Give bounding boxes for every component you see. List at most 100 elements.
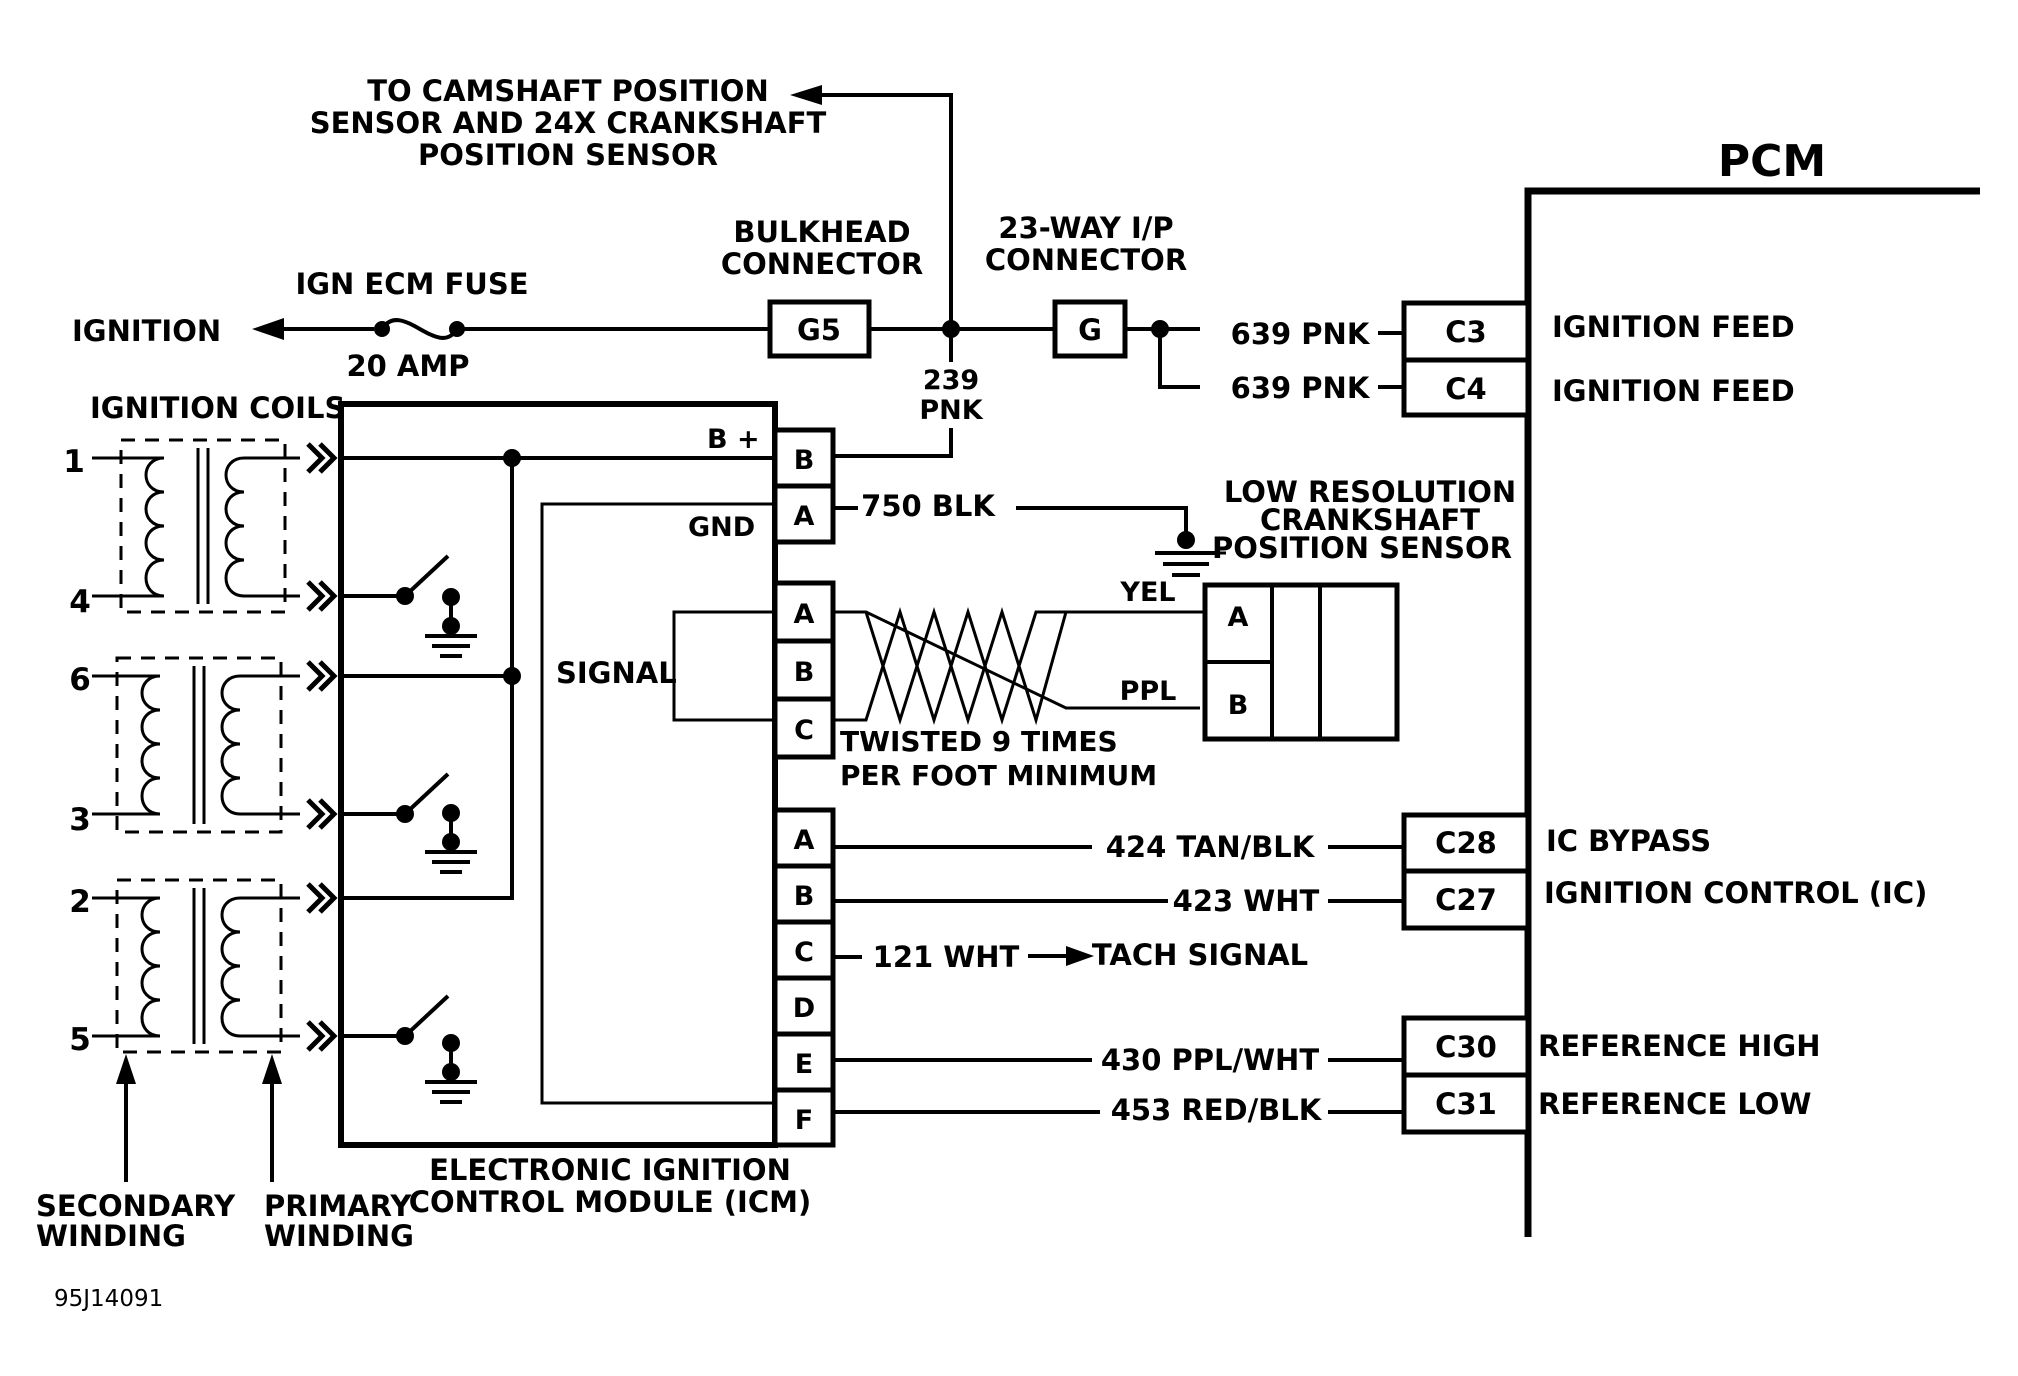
pcm-pin-c27-label: C27 [1435, 883, 1497, 917]
g5-connector-label: G5 [797, 313, 841, 347]
coil-number-1: 1 [63, 444, 85, 480]
icm-pin-b-power: B [794, 445, 815, 476]
sensor-pin-a: A [1228, 602, 1249, 633]
ip-connector-label-line2: CONNECTOR [985, 243, 1187, 277]
icm-signal-bracket [672, 610, 775, 722]
sensor-label-line1: LOW RESOLUTION [1224, 475, 1516, 509]
sensor-label-line3: POSITION SENSOR [1212, 531, 1512, 565]
secondary-winding-pointer [116, 1054, 136, 1182]
icm-pin-a-ground: A [794, 501, 815, 532]
pcm-title: PCM [1718, 136, 1826, 187]
pcm-func-c27: IGNITION CONTROL (IC) [1544, 876, 1927, 910]
fuse-rating: 20 AMP [346, 349, 469, 383]
fuse-symbol [374, 318, 465, 340]
pcm-pin-c28 [1401, 812, 1531, 874]
primary-winding-label-line2: WINDING [264, 1219, 414, 1253]
pcm-pin-c31 [1401, 1072, 1531, 1135]
ignition-arrow [252, 318, 374, 340]
twisted-pair-wires [833, 607, 1205, 726]
coil-pack-1-4 [92, 438, 300, 614]
coil-number-4: 4 [69, 584, 91, 620]
icm-label-line1: ELECTRONIC IGNITION [429, 1153, 791, 1187]
coil-number-5: 5 [69, 1022, 91, 1058]
pcm-pin-c27 [1401, 868, 1531, 931]
pcm-func-c3: IGNITION FEED [1552, 310, 1795, 344]
sensor-pin-b: B [1228, 690, 1249, 721]
bulkhead-label-line1: BULKHEAD [733, 215, 910, 249]
pcm-pin-c3-label: C3 [1445, 315, 1486, 349]
wire-453-label: 453 RED/BLK [1111, 1093, 1323, 1127]
icm-signal-pin-a: A [794, 599, 815, 630]
wire-239-pnk-lower [833, 428, 953, 458]
icm-internal-ground-trace [540, 502, 775, 1105]
wire-750-blk-label: 750 BLK [861, 489, 996, 523]
camshaft-feed-wire [790, 85, 953, 329]
sensor-label-line2: CRANKSHAFT [1260, 503, 1480, 537]
c3-wire-label: 639 PNK [1231, 317, 1371, 351]
icm-pin-c-tach: C [794, 937, 814, 968]
sensor-ground-symbol [1155, 531, 1226, 577]
wire-750-to-ground [1016, 506, 1188, 540]
driver-switch-coil-5 [341, 994, 477, 1104]
g5-connector [767, 299, 872, 359]
icm-label-line2: CONTROL MODULE (ICM) [409, 1185, 812, 1219]
pcm-pin-c30 [1401, 1015, 1531, 1078]
icm-module [338, 401, 778, 1148]
ignition-label: IGNITION [72, 314, 221, 348]
pcm-func-c4: IGNITION FEED [1552, 374, 1795, 408]
wire-239-color: PNK [919, 395, 983, 426]
wire-ppl-label: PPL [1120, 676, 1177, 707]
twisted-note-line2: PER FOOT MINIMUM [840, 759, 1157, 792]
icm-signal-pin-c: C [794, 715, 814, 746]
figure-id: 95J14091 [54, 1286, 163, 1312]
icm-connector-top [772, 427, 836, 545]
bulkhead-label-line2: CONNECTOR [721, 247, 923, 281]
wire-239-number: 239 [923, 365, 979, 396]
icm-gnd-label: GND [688, 512, 755, 543]
coil-number-3: 3 [69, 802, 91, 838]
pcm-pin-c4 [1401, 357, 1531, 418]
icm-pin-f-ref-low: F [795, 1105, 813, 1136]
wire-639-lower-run [1158, 329, 1200, 389]
ip-connector-label-line1: 23-WAY I/P [998, 211, 1173, 245]
icm-coil-supply-rail [341, 458, 514, 900]
supply-node-6 [503, 667, 521, 685]
ignition-coils-label: IGNITION COILS [90, 391, 345, 425]
icm-signal-pin-b: B [794, 657, 815, 688]
wire-yel-label: YEL [1119, 577, 1175, 608]
icm-pin-d: D [793, 993, 815, 1024]
twisted-note-line1: TWISTED 9 TIMES [840, 725, 1118, 758]
coil-terminal-chevrons [306, 442, 338, 1052]
secondary-winding-label-line1: SECONDARY [36, 1189, 236, 1223]
icm-pin-e-ref-high: E [795, 1049, 813, 1080]
fuse-label: IGN ECM FUSE [295, 267, 528, 301]
pcm-outline [1524, 187, 1980, 1237]
camshaft-sensor-note-line2: SENSOR AND 24X CRANKSHAFT [310, 106, 827, 140]
wire-423-label: 423 WHT [1173, 884, 1320, 918]
wire-121-label: 121 WHT [873, 940, 1020, 974]
coil-number-6: 6 [69, 662, 91, 698]
tach-arrow [1028, 946, 1094, 966]
icm-connector-bottom [772, 807, 836, 1148]
wire-430-label: 430 PPL/WHT [1101, 1043, 1319, 1077]
driver-switch-coil-3 [341, 772, 477, 874]
coil-pack-6-3 [92, 656, 300, 834]
g-connector-label: G [1078, 313, 1102, 347]
camshaft-sensor-note-line3: POSITION SENSOR [418, 138, 718, 172]
driver-switch-coil-4 [341, 554, 477, 658]
wire-424-label: 424 TAN/BLK [1106, 830, 1316, 864]
pcm-func-c30: REFERENCE HIGH [1538, 1029, 1821, 1063]
pcm-pin-c4-label: C4 [1445, 372, 1486, 406]
secondary-winding-label-line2: WINDING [36, 1219, 186, 1253]
icm-pin-b-ic: B [794, 881, 815, 912]
g-connector [1052, 299, 1128, 359]
icm-pin-a-bypass: A [794, 825, 815, 856]
supply-node-1 [503, 449, 521, 467]
pcm-func-c28: IC BYPASS [1546, 824, 1711, 858]
tach-signal-label: TACH SIGNAL [1092, 938, 1308, 972]
primary-winding-label-line1: PRIMARY [264, 1189, 412, 1223]
coil-number-2: 2 [69, 884, 91, 920]
icm-connector-signal [772, 580, 836, 760]
pcm-func-c31: REFERENCE LOW [1538, 1087, 1811, 1121]
